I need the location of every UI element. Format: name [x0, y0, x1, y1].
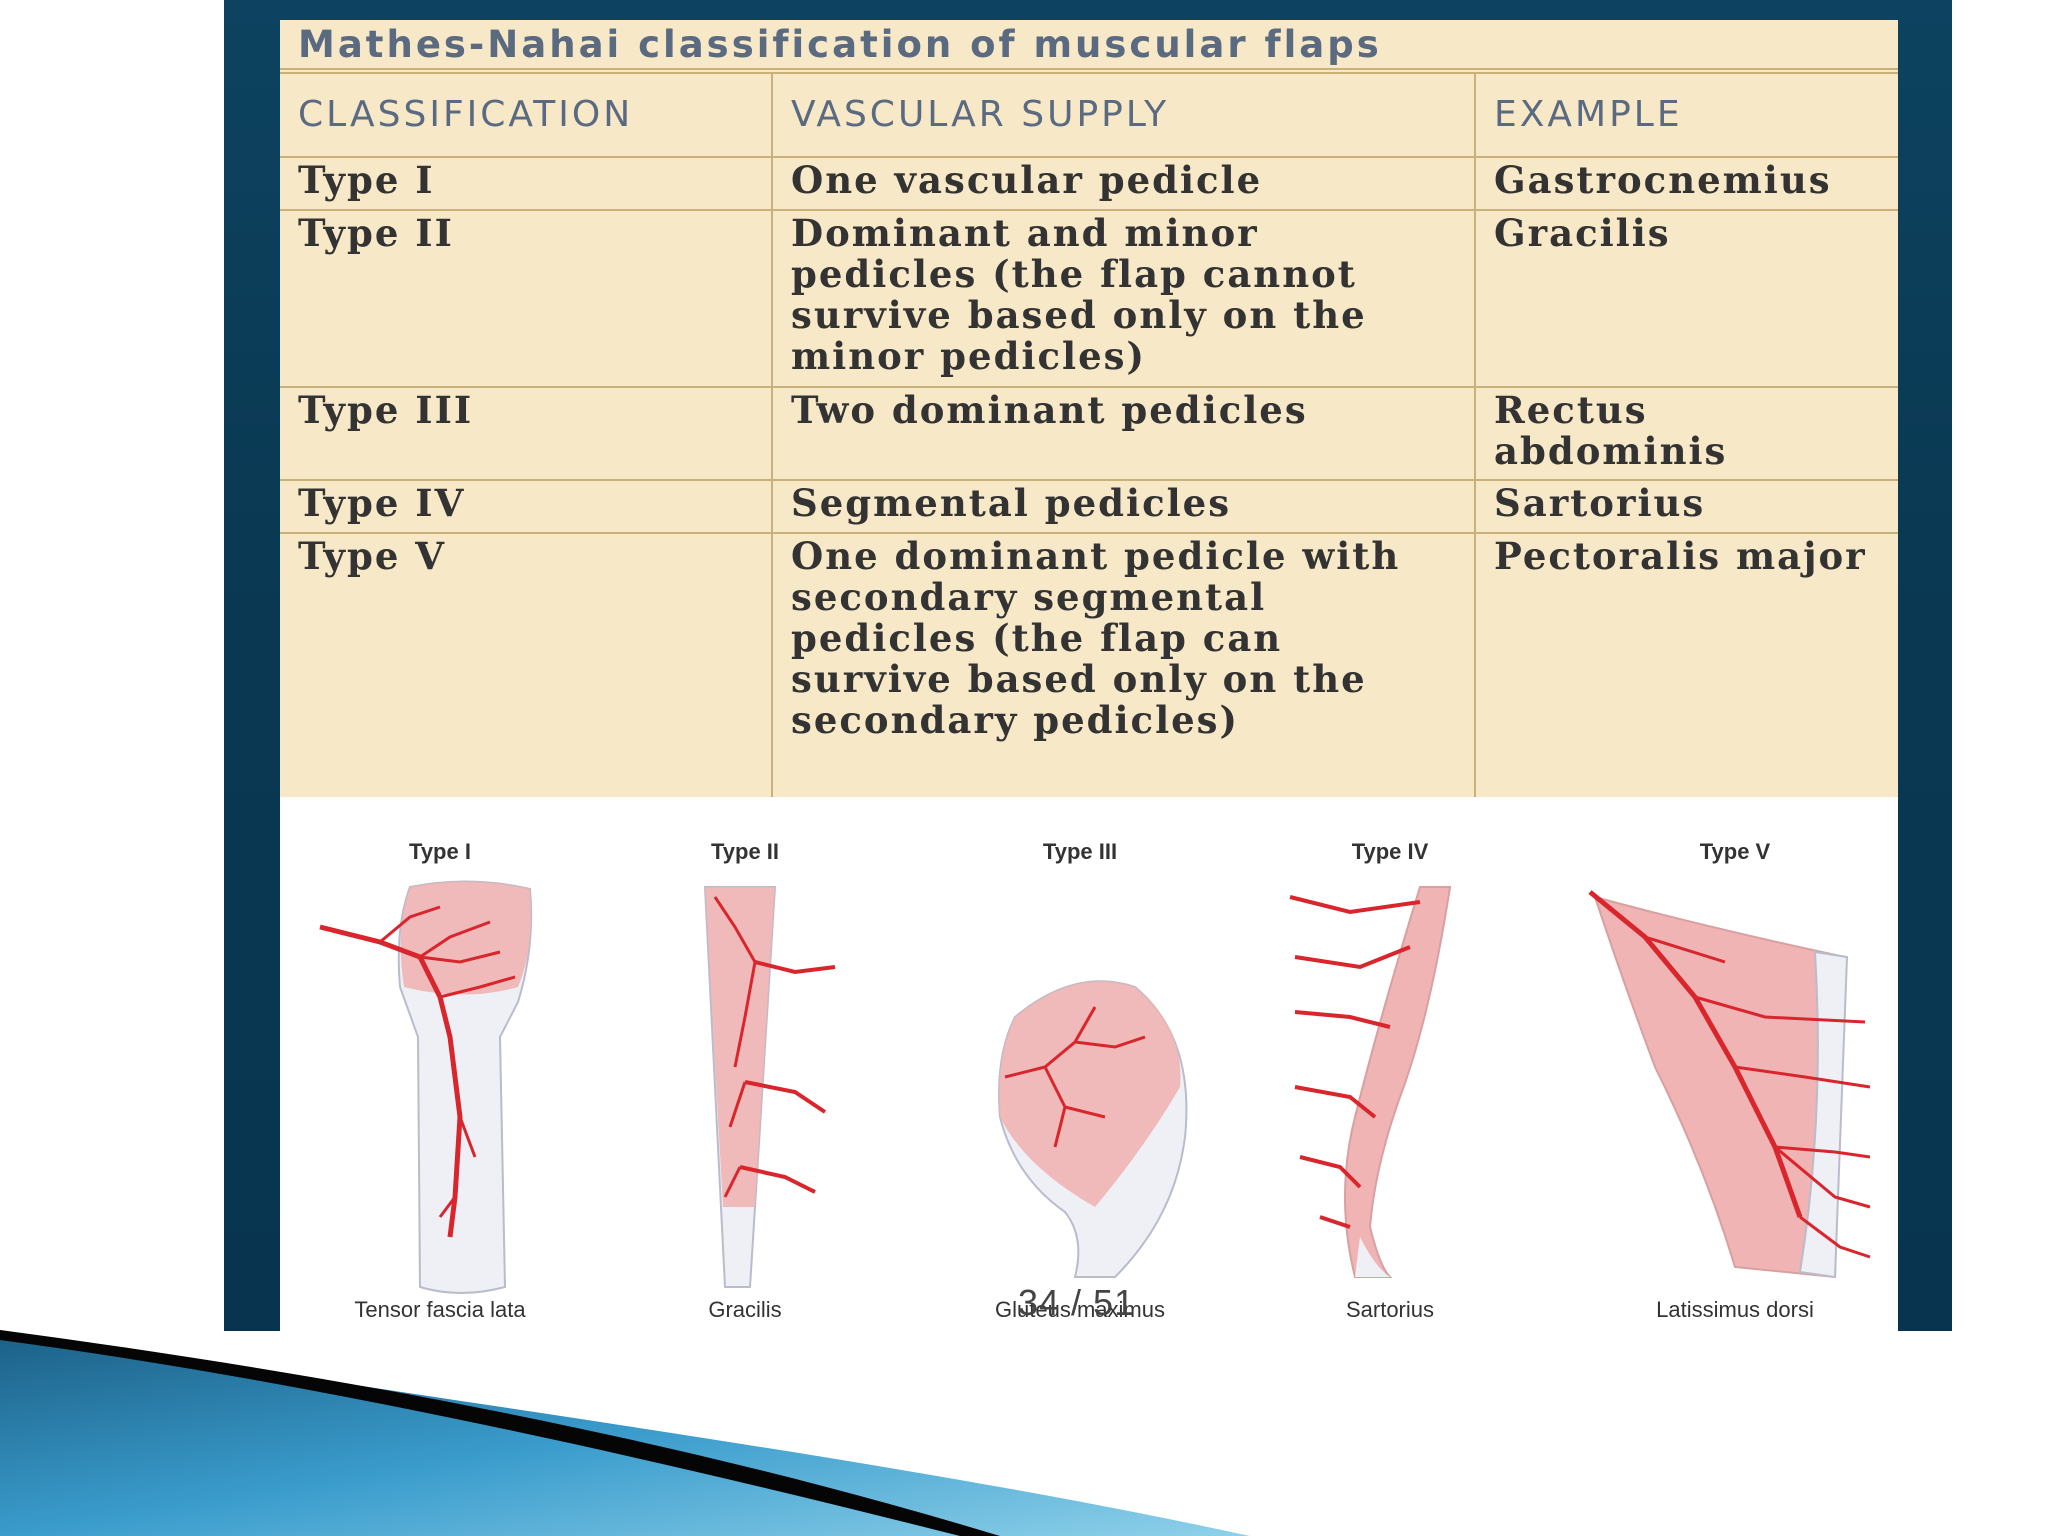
figure-type-label: Type I — [409, 839, 471, 864]
cell-vascular-supply: Two dominant pedicles — [771, 386, 1476, 481]
cell-classification: Type I — [280, 156, 773, 211]
figure-type-2: Type II Gracilis — [645, 797, 845, 1331]
table-row: Type IV Segmental pedicles Sartorius — [280, 479, 1898, 534]
cell-vascular-supply: Segmental pedicles — [771, 479, 1476, 534]
slide-frame: Mathes-Nahai classification of muscular … — [224, 0, 1952, 1331]
figure-type-label: Type II — [710, 839, 780, 864]
cell-example: Gastrocnemius — [1474, 156, 1898, 211]
figure-muscle-label: Sartorius — [1345, 1297, 1435, 1322]
cell-classification: Type IV — [280, 479, 773, 534]
flap-illustrations: Type I Tensor fascia lata Type II Gracil… — [280, 797, 1898, 1331]
corner-swoosh-decoration — [0, 1330, 1250, 1536]
cell-vascular-supply: One vascular pedicle — [771, 156, 1476, 211]
figure-type-label: Type III — [1042, 839, 1118, 864]
figure-type-label: Type V — [1699, 839, 1771, 864]
cell-vascular-supply: One dominant pedicle with secondary segm… — [771, 532, 1476, 800]
cell-vascular-supply: Dominant and minor pedicles (the flap ca… — [771, 209, 1476, 388]
figure-type-label: Type IV — [1351, 839, 1429, 864]
table-row: Type III Two dominant pedicles Rectus ab… — [280, 386, 1898, 481]
gracilis-illustration — [703, 886, 836, 1288]
tensor-fascia-lata-illustration — [319, 880, 533, 1294]
cell-example: Sartorius — [1474, 479, 1898, 534]
latissimus-dorsi-illustration — [1588, 890, 1871, 1279]
page-number-indicator: 34 / 51 — [1018, 1282, 1136, 1323]
figure-type-4: Type IV Sartorius — [1280, 797, 1500, 1331]
classification-table-panel: Mathes-Nahai classification of muscular … — [280, 20, 1898, 800]
header-vascular-supply: VASCULAR SUPPLY — [771, 72, 1476, 158]
cell-classification: Type V — [280, 532, 773, 800]
classification-table: CLASSIFICATION VASCULAR SUPPLY EXAMPLE T… — [280, 72, 1898, 800]
figure-muscle-label: Gluteus maximus — [995, 1297, 1165, 1322]
cell-example: Gracilis — [1474, 209, 1898, 388]
table-title: Mathes-Nahai classification of muscular … — [280, 20, 1898, 70]
figure-muscle-label: Gracilis — [708, 1297, 782, 1322]
figure-type-5: Type V Latissimus dorsi — [1585, 797, 1885, 1331]
table-row: Type V One dominant pedicle with seconda… — [280, 532, 1898, 800]
cell-classification: Type II — [280, 209, 773, 388]
gluteus-maximus-illustration — [998, 980, 1188, 1278]
cell-example: Pectoralis major — [1474, 532, 1898, 800]
figure-type-3: Type III Gluteus maximus — [945, 797, 1215, 1331]
header-example: EXAMPLE — [1474, 72, 1898, 158]
figure-muscle-label: Tensor fascia lata — [354, 1297, 526, 1322]
header-classification: CLASSIFICATION — [280, 72, 773, 158]
table-header-row: CLASSIFICATION VASCULAR SUPPLY EXAMPLE — [280, 72, 1898, 158]
figure-type-1: Type I Tensor fascia lata — [300, 797, 580, 1331]
figure-muscle-label: Latissimus dorsi — [1656, 1297, 1814, 1322]
table-row: Type II Dominant and minor pedicles (the… — [280, 209, 1898, 388]
cell-classification: Type III — [280, 386, 773, 481]
cell-example: Rectus abdominis — [1474, 386, 1898, 481]
sartorius-illustration — [1289, 886, 1452, 1278]
table-row: Type I One vascular pedicle Gastrocnemiu… — [280, 156, 1898, 211]
